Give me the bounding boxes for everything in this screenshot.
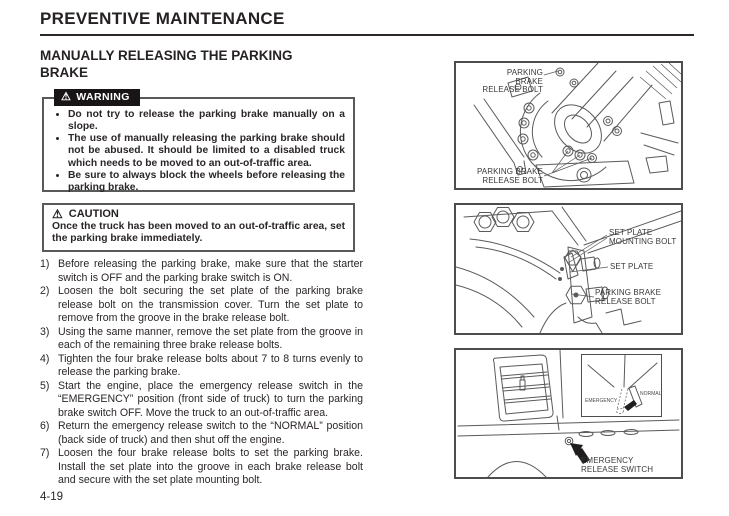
procedure-step: 5) Start the engine, place the emergency… (40, 380, 363, 421)
frame-members (473, 76, 679, 176)
caution-label: CAUTION (68, 208, 119, 220)
step-number: 7) (40, 447, 50, 459)
parking-brake-release-bolt-label-bottom: PARKING BRAKE RELEASE BOLT (476, 167, 543, 185)
caution-box: ⚠ CAUTION Once the truck has been moved … (42, 203, 355, 252)
warning-box: ⚠ WARNING Do not try to release the park… (42, 89, 355, 194)
leader-lines (543, 70, 593, 177)
bracket-arm (567, 246, 642, 333)
step-number: 5) (40, 379, 50, 392)
inset-emergency-label: EMERGENCY (585, 398, 618, 404)
page-title: PREVENTIVE MAINTENANCE (40, 9, 285, 28)
cutaway-hatching (639, 63, 681, 100)
step-number: 2) (40, 285, 50, 297)
header-divider (40, 34, 694, 36)
wheel-arch (487, 461, 547, 477)
emergency-release-switch-label: EMERGENCY RELEASE SWITCH (581, 456, 654, 474)
step-number: 3) (40, 325, 50, 338)
warning-item: The use of manually releasing the parkin… (68, 133, 345, 169)
page-number: 4-19 (40, 491, 64, 503)
step-text: Loosen the four brake release bolts to s… (58, 447, 363, 486)
warning-triangle-icon: ⚠ (61, 91, 72, 103)
step-text: Tighten the four brake release bolts abo… (58, 352, 363, 379)
set-plate-label: SET PLATE (610, 262, 654, 271)
procedure-step: 6) Return the emergency release switch t… (40, 420, 363, 447)
inset-normal-label: NORMAL (640, 391, 662, 397)
step-text: Return the emergency release switch to t… (58, 420, 363, 446)
set-plate-shape (558, 252, 579, 281)
switch-lever-drawing (587, 355, 658, 414)
step-number: 4) (40, 352, 50, 365)
step-text: Loosen the bolt securing the set plate o… (58, 285, 363, 324)
step-text: Start the engine, place the emergency re… (58, 379, 363, 419)
drive-cylinder (551, 63, 653, 154)
warning-item: Be sure to always block the wheels befor… (68, 170, 345, 194)
leader-lines (567, 234, 609, 298)
warning-badge: ⚠ WARNING (54, 89, 140, 106)
frame-and-platform (457, 350, 680, 437)
parking-brake-release-bolt-label: PARKING BRAKE RELEASE BOLT (595, 288, 662, 306)
procedure-step: 4) Tighten the four brake release bolts … (40, 353, 363, 380)
housing-arcs (456, 266, 567, 333)
section-title: MANUALLY RELEASING THE PARKING BRAKE (40, 48, 293, 80)
warning-label: WARNING (76, 91, 130, 103)
switch-location-drawing (457, 350, 680, 477)
release-bolts (517, 67, 622, 163)
procedure-steps: 1) Before releasing the parking brake, m… (40, 258, 363, 488)
step-number: 6) (40, 420, 50, 432)
procedure-step: 1) Before releasing the parking brake, m… (40, 258, 363, 285)
figure-set-plate: SET PLATE MOUNTING BOLT SET PLATE PARKIN… (454, 203, 683, 335)
procedure-step: 7) Loosen the four brake release bolts t… (40, 447, 363, 488)
procedure-step: 3) Using the same manner, remove the set… (40, 326, 363, 353)
transmission-drawing (473, 63, 681, 188)
warning-list: Do not try to release the parking brake … (44, 99, 353, 194)
step-text: Using the same manner, remove the set pl… (58, 325, 363, 352)
step-ladder (492, 354, 554, 422)
figure-emergency-switch: EMERGENCY NORMAL EMERGENCY RELEASE SWITC… (454, 348, 683, 479)
inset-arrow (624, 400, 637, 411)
procedure-step: 2) Loosen the bolt securing the set plat… (40, 285, 363, 326)
oil-pan (535, 160, 635, 188)
lever-emergency-position (616, 388, 629, 414)
pointer-arrow (570, 443, 590, 464)
figure-transmission: PARKING BRAKE RELEASE BOLT PARKING BRAKE… (454, 61, 683, 190)
mounting-bolt (564, 249, 601, 272)
platform-slots (578, 429, 639, 437)
caution-triangle-icon: ⚠ (52, 206, 63, 221)
set-plate-mounting-bolt-label: SET PLATE MOUNTING BOLT (609, 228, 677, 246)
step-number: 1) (40, 258, 50, 270)
caution-text: Once the truck has been moved to an out-… (52, 221, 345, 245)
shaft-and-nuts (463, 207, 561, 280)
step-text: Before releasing the parking brake, make… (58, 258, 363, 284)
switch-position-inset: EMERGENCY NORMAL (581, 354, 662, 417)
warning-item: Do not try to release the parking brake … (68, 109, 345, 133)
caution-heading: ⚠ CAUTION (52, 206, 345, 221)
parking-brake-release-bolt-label-top: PARKING BRAKE RELEASE BOLT (482, 68, 543, 95)
emergency-release-switch-shape (564, 436, 574, 446)
set-plate-drawing (456, 206, 681, 333)
